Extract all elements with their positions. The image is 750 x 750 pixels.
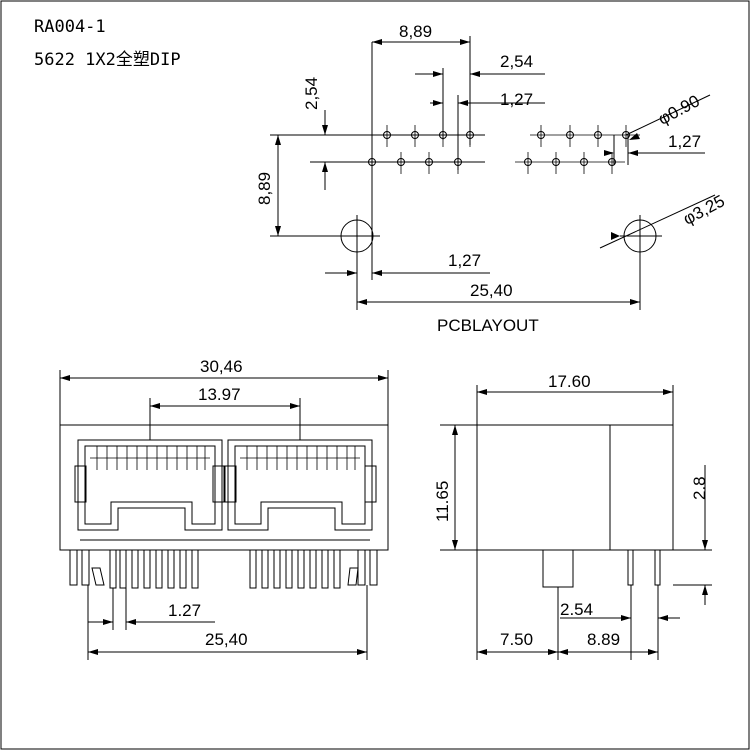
part-description: 5622 1X2全塑DIP [34,50,181,70]
front-dim-pin-pitch: 1.27 [168,601,202,620]
side-dim-height: 11.65 [433,480,452,522]
pcb-dim-pin-pitch: 2,54 [500,52,534,71]
side-dim-depth: 17.60 [548,372,591,391]
front-dim-post-span: 25,40 [205,630,248,649]
side-dim-pin-gap: 2.54 [560,600,594,619]
pcb-dim-row-offset: 1,27 [500,90,534,109]
pcb-dim-vertical-pitch: 2,54 [302,76,321,110]
front-view-drawing [59,370,389,660]
pcb-dim-right-offset: 1,27 [668,132,702,151]
pcb-layout-title: PCBLAYOUT [437,316,539,335]
pcb-dim-left-offset: 1,27 [448,251,482,270]
side-view-drawing [440,385,712,660]
side-dim-pin-span: 8.89 [587,630,621,649]
part-number: RA004-1 [34,17,106,37]
side-dim-post-offset: 7.50 [500,630,534,649]
pcb-dim-vertical-height: 8,89 [255,171,274,205]
pcb-dim-overall-width: 25,40 [470,281,513,300]
front-dim-port-pitch: 13.97 [198,385,241,404]
front-dim-overall-width: 30,46 [200,357,243,376]
pcb-layout-drawing [270,36,716,310]
side-dim-pin-length: 2.8 [690,476,709,500]
pcb-dim-pitch-span: 8,89 [399,22,433,41]
